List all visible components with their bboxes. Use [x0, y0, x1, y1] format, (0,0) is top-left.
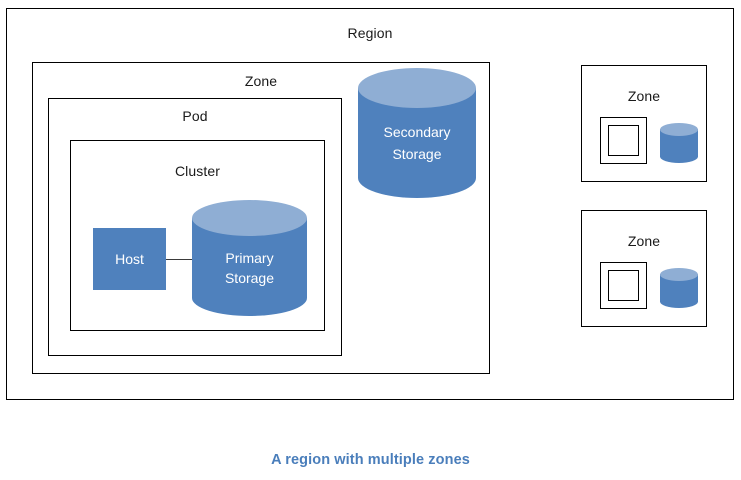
- nested-square-inner-icon: [608, 270, 639, 301]
- cylinder-top-ellipse: [660, 268, 698, 281]
- zone-container-secondary-1: Zone: [581, 65, 707, 182]
- cylinder-top-ellipse: [192, 200, 307, 236]
- zone-label: Zone: [627, 233, 661, 249]
- region-label: Region: [347, 25, 393, 41]
- host-node[interactable]: Host: [93, 228, 166, 290]
- nested-square-icon[interactable]: [600, 262, 647, 309]
- zone-container-secondary-2: Zone: [581, 210, 707, 327]
- nested-square-inner-icon: [608, 125, 639, 156]
- cluster-label: Cluster: [174, 163, 221, 179]
- secondary-storage-cylinder-icon[interactable]: Secondary Storage: [358, 68, 476, 198]
- host-to-primary-storage-connector: [166, 259, 196, 260]
- nested-square-icon[interactable]: [600, 117, 647, 164]
- cylinder-top-ellipse: [358, 68, 476, 108]
- storage-cylinder-icon[interactable]: [660, 123, 698, 163]
- cylinder-top-ellipse: [660, 123, 698, 136]
- primary-storage-cylinder-icon[interactable]: Primary Storage: [192, 200, 307, 316]
- pod-label: Pod: [182, 108, 208, 124]
- storage-cylinder-icon[interactable]: [660, 268, 698, 308]
- diagram-caption: A region with multiple zones: [271, 452, 470, 468]
- zone-label: Zone: [627, 88, 661, 104]
- host-label: Host: [115, 250, 144, 267]
